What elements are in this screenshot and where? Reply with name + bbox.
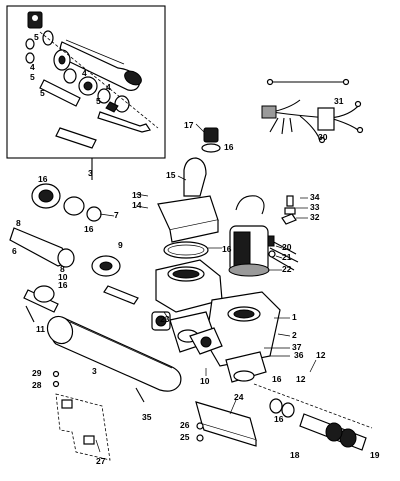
callout-16: 16 xyxy=(38,174,48,184)
callout-13: 13 xyxy=(132,190,142,200)
callout-5: 5 xyxy=(30,72,35,82)
callout-8: 8 xyxy=(16,218,21,228)
plate-24 xyxy=(195,401,257,447)
callout-30: 30 xyxy=(318,132,328,142)
callout-15: 15 xyxy=(166,170,176,180)
callout-11: 11 xyxy=(36,324,45,334)
inset-piston-part xyxy=(42,30,71,71)
fitting-10 xyxy=(189,327,223,355)
cap-part-17 xyxy=(201,127,221,153)
callout-31: 31 xyxy=(334,96,344,106)
callout-10: 10 xyxy=(58,272,68,282)
callout-5: 5 xyxy=(40,88,45,98)
callout-24: 24 xyxy=(234,392,244,402)
callout-labels: 5 4 5 5 4 4 5 3 16 7 16 8 6 8 10 16 9 11… xyxy=(12,32,380,466)
callout-37: 37 xyxy=(292,342,302,352)
pin-11-line xyxy=(25,305,35,323)
callout-3: 3 xyxy=(92,366,97,376)
callout-29: 29 xyxy=(32,368,42,378)
callout-28: 28 xyxy=(32,380,42,390)
valve-7 xyxy=(31,183,102,222)
motor-22 xyxy=(228,195,299,277)
seals-16-right xyxy=(269,398,295,418)
callout-20: 20 xyxy=(282,242,292,252)
callout-18: 18 xyxy=(290,450,300,460)
fasteners-28-29 xyxy=(52,370,60,388)
callout-23: 23 xyxy=(160,314,170,324)
inset-rod-part xyxy=(39,79,151,149)
callout-16: 16 xyxy=(224,142,234,152)
valve-9 xyxy=(91,255,139,305)
callout-5: 5 xyxy=(96,96,101,106)
callout-16: 16 xyxy=(272,374,282,384)
reservoir-cap-15 xyxy=(157,157,219,243)
bracket-27 xyxy=(55,393,111,461)
callout-34: 34 xyxy=(310,192,320,202)
leader-lines xyxy=(95,123,317,453)
screws-25-26 xyxy=(196,422,204,442)
valve-body-12 xyxy=(225,351,267,383)
pin-23 xyxy=(151,311,171,331)
callout-5: 5 xyxy=(34,32,39,42)
callout-1: 1 xyxy=(292,312,297,322)
inset-axis-dash xyxy=(39,31,159,129)
callout-16: 16 xyxy=(84,224,94,234)
rod-8 xyxy=(9,227,75,268)
callout-8: 8 xyxy=(60,264,65,274)
callout-4: 4 xyxy=(30,62,35,72)
callout-17: 17 xyxy=(184,120,194,130)
callout-9: 9 xyxy=(118,240,123,250)
wire-harness-30 xyxy=(261,99,364,144)
callout-25: 25 xyxy=(180,432,190,442)
fasteners-20-21 xyxy=(267,235,276,258)
callout-12: 12 xyxy=(316,350,326,360)
pin-35-line xyxy=(135,387,145,403)
callout-4: 4 xyxy=(82,68,87,78)
callout-16: 16 xyxy=(274,414,284,424)
callout-27: 27 xyxy=(96,456,106,466)
callout-12: 12 xyxy=(296,374,306,384)
inset-cap-part xyxy=(27,11,43,29)
gasket-16 xyxy=(163,241,209,259)
callout-21: 21 xyxy=(282,252,292,262)
inset-seal-rings xyxy=(25,38,130,113)
callout-16: 16 xyxy=(58,280,68,290)
right-axis-dash xyxy=(253,383,373,429)
cylinder-3 xyxy=(23,285,182,392)
inset-cylinder-part xyxy=(59,39,142,91)
callout-3: 3 xyxy=(88,168,93,178)
pump-body-1 xyxy=(155,259,281,367)
callout-16: 16 xyxy=(222,244,232,254)
callout-22: 22 xyxy=(282,264,292,274)
callout-19: 19 xyxy=(370,450,380,460)
callout-36: 36 xyxy=(294,350,304,360)
callout-26: 26 xyxy=(180,420,190,430)
callout-35: 35 xyxy=(142,412,152,422)
fasteners-32-34 xyxy=(281,195,297,225)
callout-32: 32 xyxy=(310,212,320,222)
callout-14: 14 xyxy=(132,200,142,210)
callout-10: 10 xyxy=(200,376,210,386)
spool-18 xyxy=(299,413,367,451)
callout-6: 6 xyxy=(12,246,17,256)
callout-2: 2 xyxy=(292,330,297,340)
callout-4: 4 xyxy=(106,82,111,92)
callout-33: 33 xyxy=(310,202,320,212)
inset-box xyxy=(6,5,166,159)
wire-harness-31 xyxy=(266,78,350,86)
callout-7: 7 xyxy=(114,210,119,220)
